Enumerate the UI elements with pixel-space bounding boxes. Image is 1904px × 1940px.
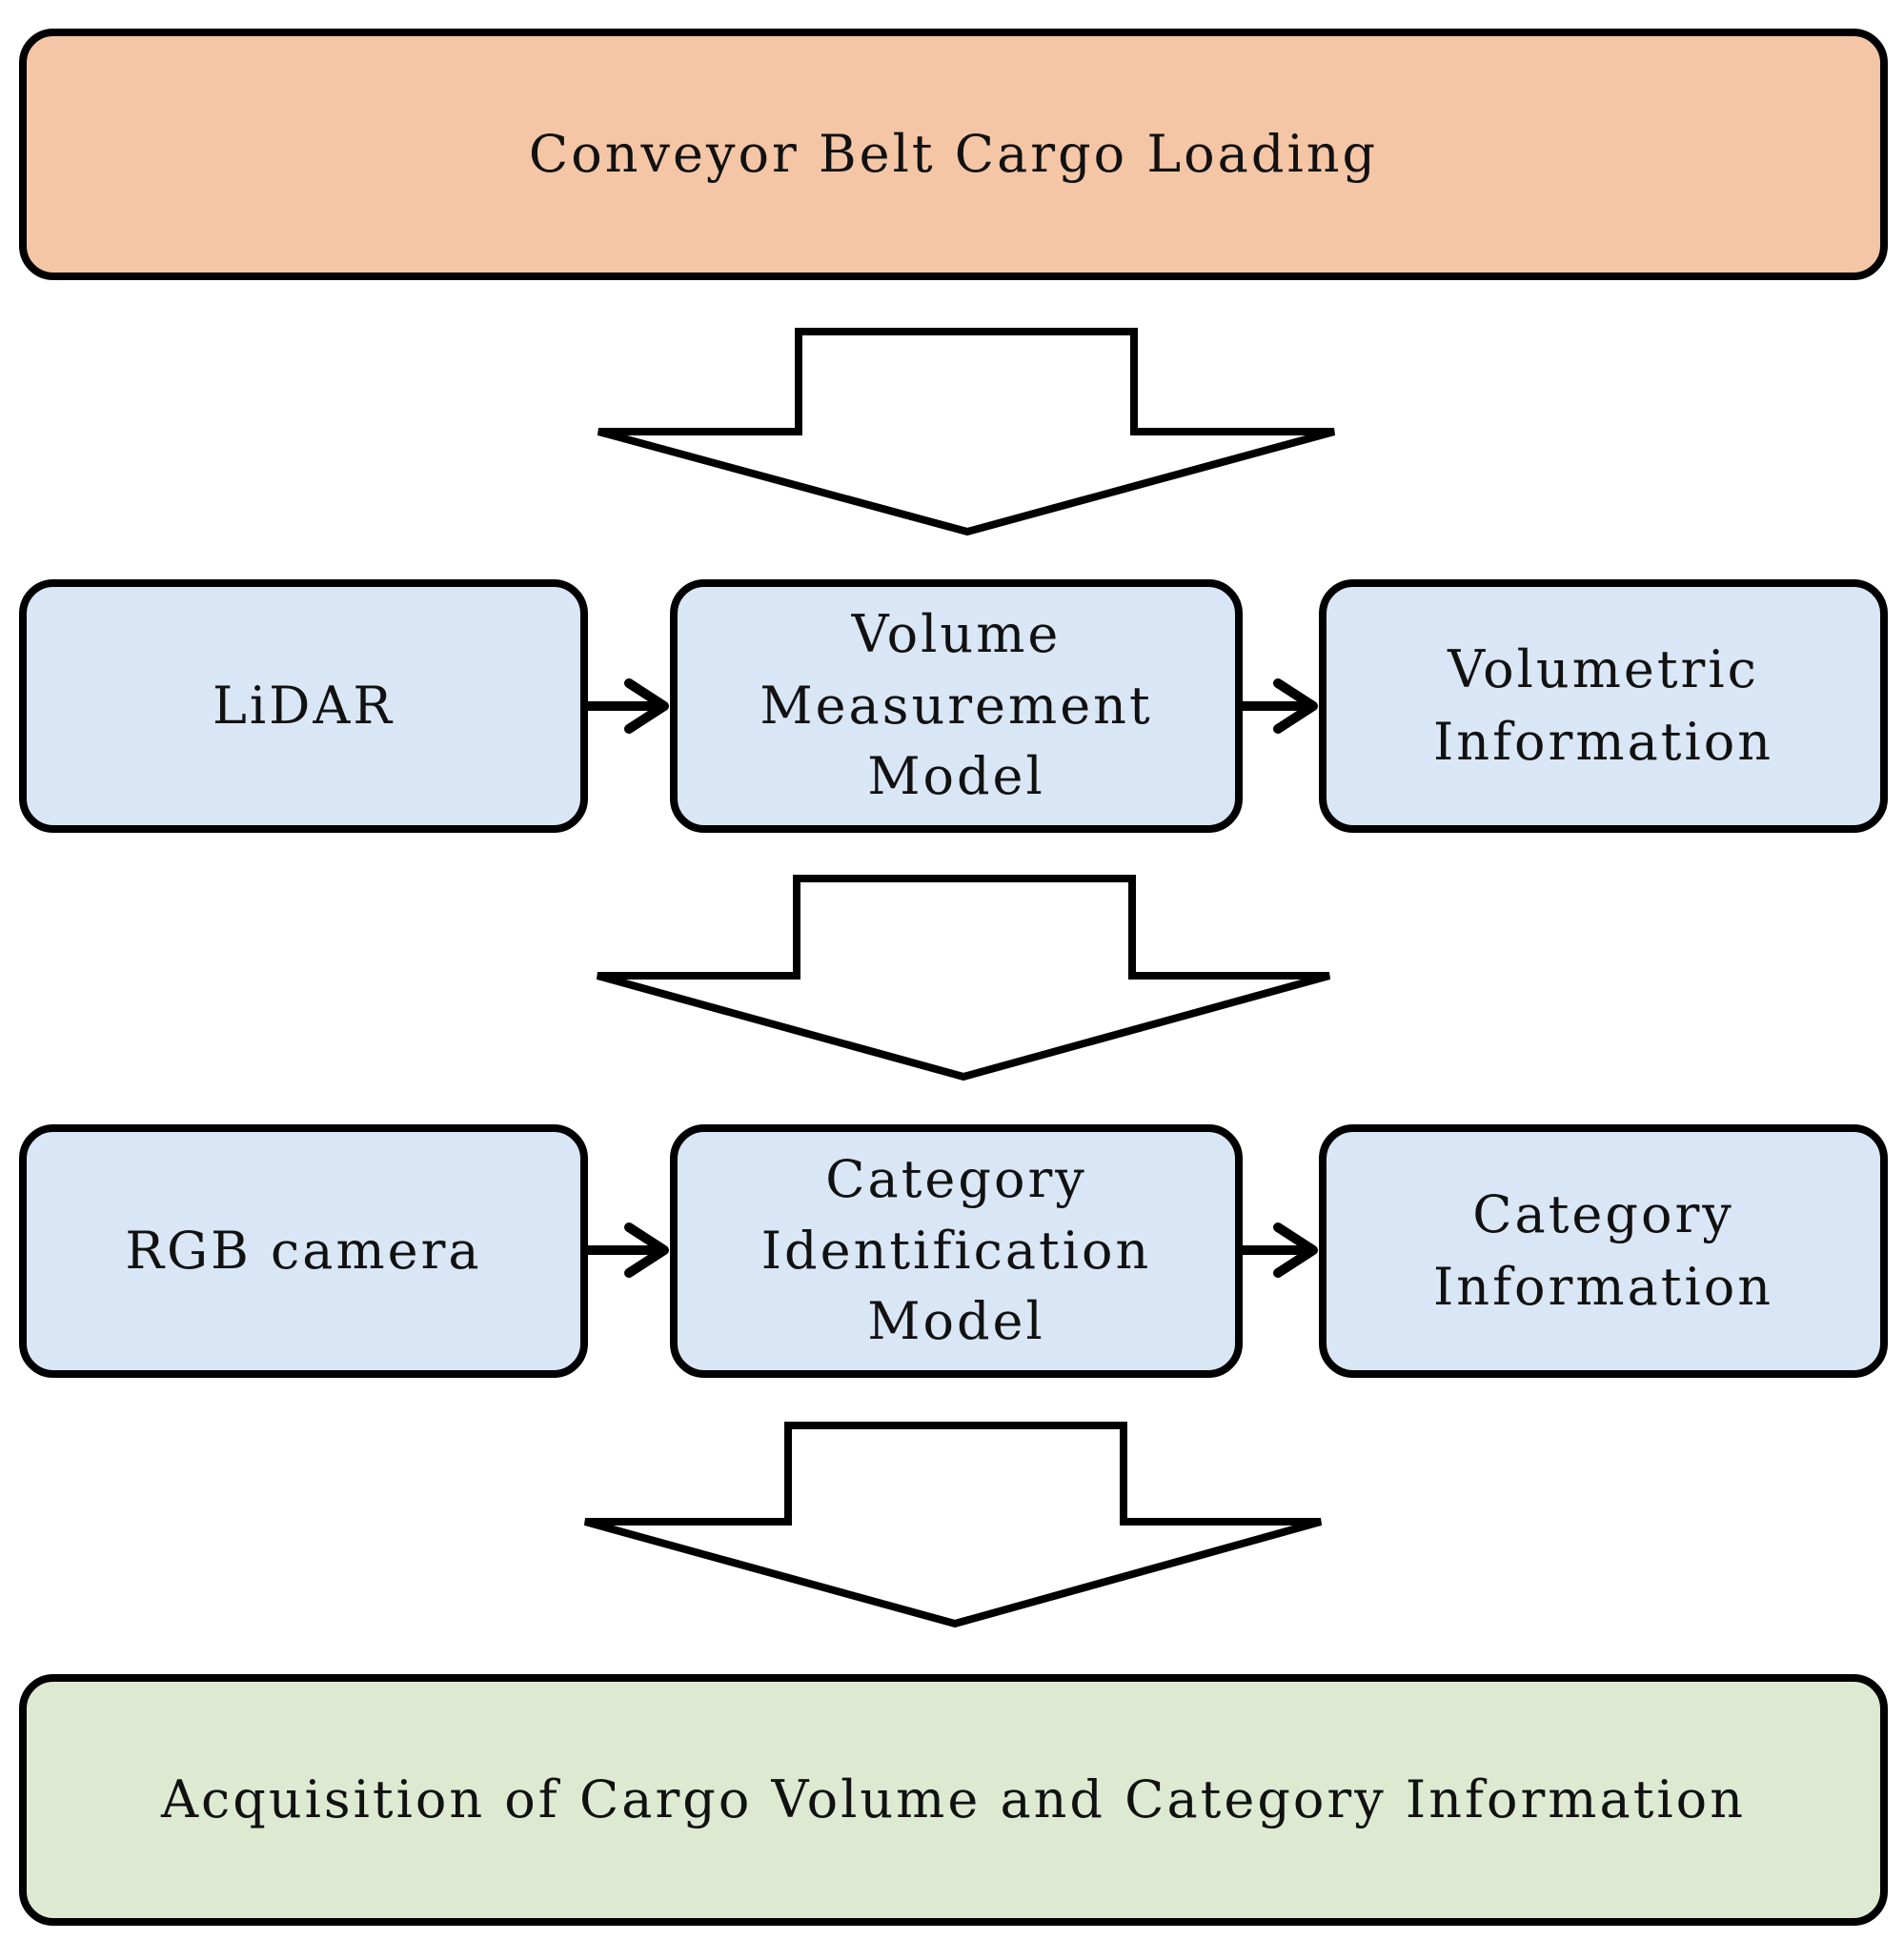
arrow-model-to-volumetric: [1238, 678, 1318, 734]
volumetric-information-label: Volumetric Information: [1432, 639, 1774, 772]
arrow-lidar-to-model: [583, 678, 669, 734]
conveyor-loading-box: Conveyor Belt Cargo Loading: [19, 29, 1888, 280]
down-arrow-1: [597, 328, 1336, 536]
arrow-camera-to-model: [583, 1223, 669, 1278]
arrow-model-to-category: [1238, 1223, 1318, 1278]
rgb-camera-label: RGB camera: [125, 1221, 482, 1282]
rgb-camera-box: RGB camera: [19, 1124, 588, 1378]
volume-measurement-model-box: Volume Measurement Model: [670, 579, 1243, 833]
lidar-box: LiDAR: [19, 579, 588, 833]
down-arrow-2: [596, 875, 1331, 1081]
category-information-box: Category Information: [1319, 1124, 1888, 1378]
category-identification-model-box: Category Identification Model: [670, 1124, 1243, 1378]
conveyor-loading-label: Conveyor Belt Cargo Loading: [528, 124, 1379, 185]
acquisition-label: Acquisition of Cargo Volume and Category…: [161, 1769, 1746, 1830]
down-arrow-3: [583, 1422, 1323, 1628]
acquisition-box: Acquisition of Cargo Volume and Category…: [19, 1674, 1888, 1926]
category-identification-model-label: Category Identification Model: [760, 1149, 1152, 1352]
volume-measurement-model-label: Volume Measurement Model: [760, 604, 1153, 807]
volumetric-information-box: Volumetric Information: [1319, 579, 1888, 833]
lidar-label: LiDAR: [212, 676, 395, 737]
category-information-label: Category Information: [1432, 1184, 1774, 1317]
